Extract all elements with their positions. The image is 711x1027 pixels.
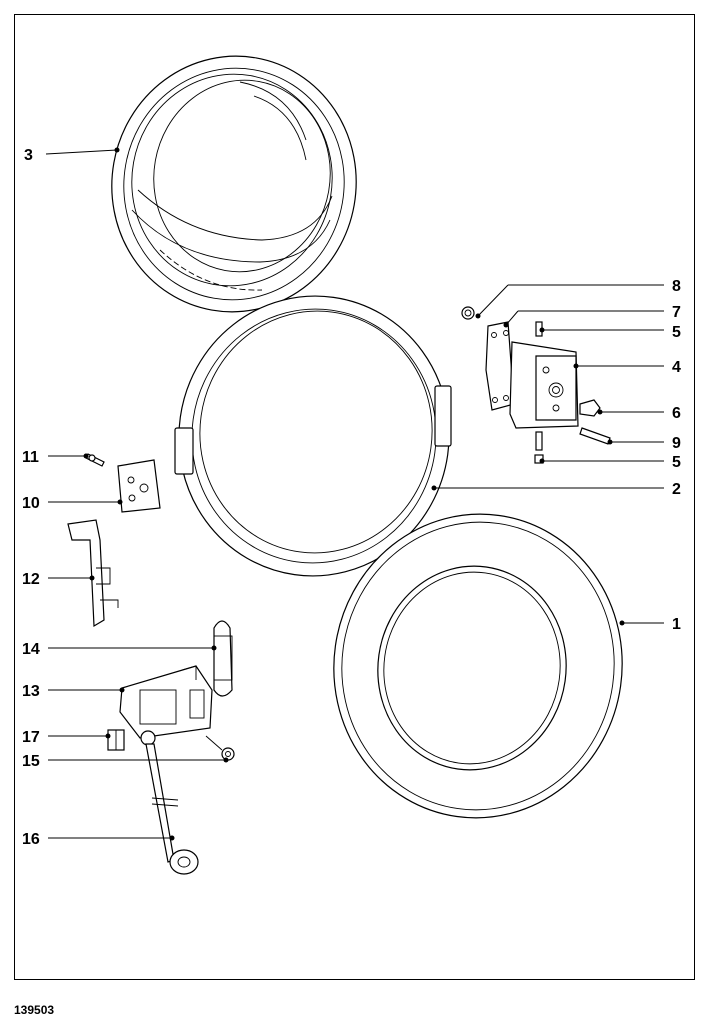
part-14-seal — [213, 620, 233, 697]
part-10-bracket — [117, 459, 161, 513]
part-3-door-glass — [111, 55, 357, 313]
callout-12: 12 — [22, 571, 40, 588]
callout-14: 14 — [22, 641, 40, 658]
callout-4: 4 — [672, 359, 681, 376]
drawing-number: 139503 — [14, 1003, 55, 1017]
callout-17: 17 — [22, 729, 40, 746]
callout-3: 3 — [24, 147, 33, 164]
callout-5-top: 5 — [672, 324, 681, 341]
callout-labels: 3 8 7 5 4 6 9 5 2 11 10 12 1 14 13 17 15… — [22, 147, 681, 848]
callout-15: 15 — [22, 753, 40, 770]
callout-2: 2 — [672, 481, 681, 498]
callout-9: 9 — [672, 435, 681, 452]
callout-5-bottom: 5 — [672, 454, 681, 471]
part-12-guide — [67, 519, 119, 628]
part-17-connector — [107, 729, 125, 751]
part-7-hinge-plate — [485, 321, 515, 411]
callout-8: 8 — [672, 278, 681, 295]
part-13-door-lock — [119, 665, 213, 739]
callout-13: 13 — [22, 683, 40, 700]
callout-6: 6 — [672, 405, 681, 422]
part-16-lever — [140, 730, 199, 875]
hinge-assembly — [461, 306, 611, 464]
part-1-outer-door-frame — [333, 513, 623, 819]
callout-7: 7 — [672, 304, 681, 321]
callout-11: 11 — [22, 449, 39, 466]
part-2-inner-door-frame — [174, 295, 452, 577]
leader-lines — [45, 147, 664, 841]
part-8-screw — [461, 306, 475, 320]
callout-16: 16 — [22, 831, 40, 848]
part-6-knob — [579, 399, 601, 417]
part-15-screw — [205, 735, 235, 761]
callout-1: 1 — [672, 616, 681, 633]
part-9-screw — [579, 427, 611, 445]
part-11-screw — [85, 453, 105, 467]
drawing-frame — [14, 14, 695, 980]
callout-10: 10 — [22, 495, 40, 512]
